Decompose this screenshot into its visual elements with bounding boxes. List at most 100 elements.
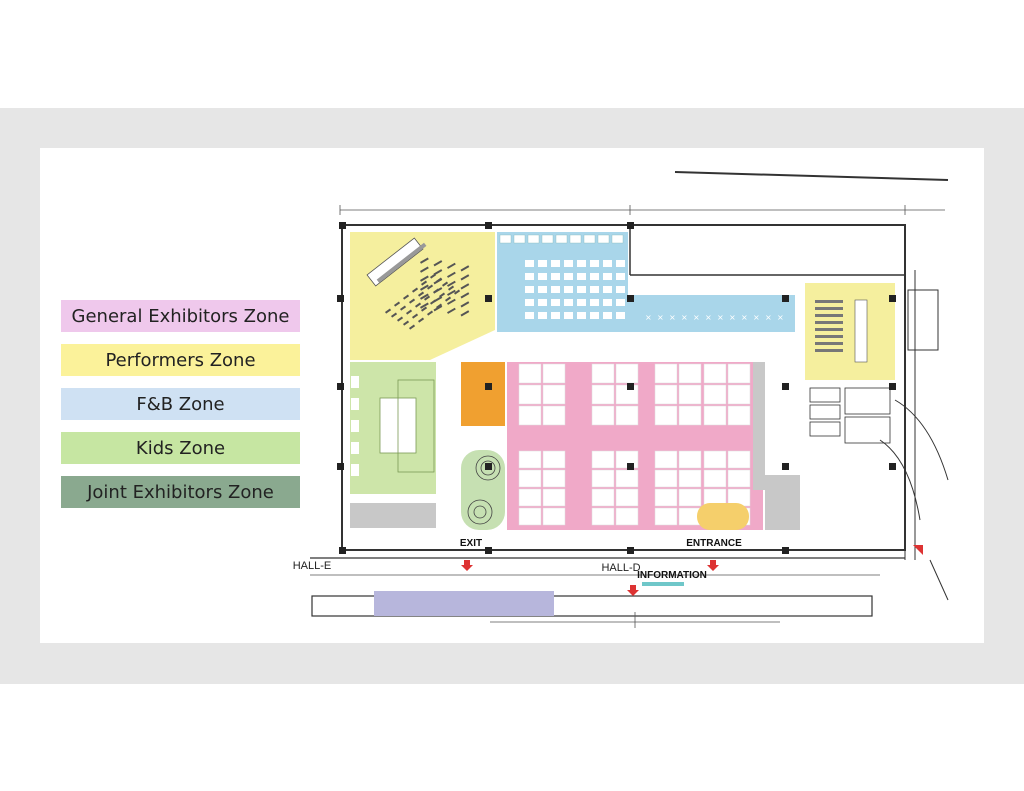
fnb-stall xyxy=(583,234,596,244)
seat-row xyxy=(421,280,428,286)
fnb-table xyxy=(525,312,534,319)
seat-row xyxy=(420,257,429,264)
fnb-stall xyxy=(541,234,554,244)
fnb-table xyxy=(525,299,534,306)
legend-kids: Kids Zone xyxy=(61,432,300,464)
seat-row xyxy=(433,287,443,294)
exhibitor-booths xyxy=(518,363,751,526)
exhibitor-booth xyxy=(654,469,678,488)
exhibitor-booth xyxy=(615,405,639,426)
exhibitor-booth xyxy=(727,450,751,469)
legend-performers: Performers Zone xyxy=(61,344,300,376)
seat-row xyxy=(448,285,455,291)
exhibitor-booth xyxy=(518,488,542,507)
fnb-table xyxy=(564,260,573,267)
fnb-table xyxy=(616,312,625,319)
seat-row xyxy=(402,294,410,300)
fnb-seat-icon: × xyxy=(777,313,784,322)
kids-bench xyxy=(351,442,359,454)
info-arrow-icon xyxy=(627,585,639,596)
audience-seating xyxy=(385,257,470,330)
exhibitor-booth xyxy=(542,469,566,488)
exhibitor-booth xyxy=(678,469,702,488)
exhibitor-booth xyxy=(615,363,639,384)
fnb-table xyxy=(590,273,599,280)
pillar xyxy=(889,383,896,390)
seat-row xyxy=(396,316,404,322)
fnb-table xyxy=(577,273,586,280)
exhibitor-booth xyxy=(591,507,615,526)
exhibitor-booth xyxy=(727,469,751,488)
seat-row xyxy=(454,289,461,295)
vehicle-bays xyxy=(809,387,891,444)
side-arrow-icon xyxy=(913,545,923,555)
fnb-table xyxy=(551,312,560,319)
fnb-seat-icon: × xyxy=(765,313,772,322)
exhibitor-booth xyxy=(678,405,702,426)
fnb-table xyxy=(551,286,560,293)
entrance-arrow-icon xyxy=(707,560,719,571)
exhibitor-booth xyxy=(654,450,678,469)
fnb-table xyxy=(603,273,612,280)
fnb-table xyxy=(551,299,560,306)
fnb-stall xyxy=(555,234,568,244)
pillar xyxy=(627,383,634,390)
seat-row xyxy=(445,296,452,302)
exhibitor-booth xyxy=(591,469,615,488)
fnb-stall xyxy=(597,234,610,244)
fnb-table xyxy=(538,273,547,280)
fnb-table xyxy=(564,312,573,319)
exhibitor-booth xyxy=(703,363,727,384)
seat-row xyxy=(815,328,843,331)
fnb-table xyxy=(525,273,534,280)
fnb-table xyxy=(551,260,560,267)
pillar xyxy=(485,295,492,302)
seat-row xyxy=(426,284,434,290)
pillar xyxy=(485,547,492,554)
seat-row xyxy=(447,307,456,314)
fnb-table xyxy=(603,312,612,319)
seat-row xyxy=(815,307,843,310)
exhibitor-booth xyxy=(703,405,727,426)
fnb-seat-icon: × xyxy=(657,313,664,322)
exhibitor-booth xyxy=(591,450,615,469)
information-label: INFORMATION xyxy=(637,570,707,581)
seat-row xyxy=(412,313,419,319)
exhibitor-booth xyxy=(678,450,702,469)
hall-e-label: HALL-E xyxy=(293,560,332,572)
seat-row xyxy=(460,292,470,299)
legend-fnb: F&B Zone xyxy=(61,388,300,420)
fnb-table xyxy=(564,286,573,293)
fnb-stall xyxy=(611,234,624,244)
seat-row xyxy=(420,266,429,273)
kids-bench xyxy=(351,464,359,476)
seat-row xyxy=(415,302,422,308)
fnb-seat-icon: × xyxy=(645,313,652,322)
pillar xyxy=(627,295,634,302)
seat-row xyxy=(433,269,443,276)
seat-row xyxy=(418,317,425,323)
fnb-table xyxy=(616,260,625,267)
seat-row xyxy=(400,305,407,311)
seat-row xyxy=(391,312,398,318)
exit-arrow-icon xyxy=(461,560,473,571)
seat-row xyxy=(420,293,429,300)
seat-row xyxy=(460,274,470,281)
exhibitor-booth xyxy=(542,405,566,426)
fnb-table xyxy=(525,260,534,267)
fnb-table xyxy=(538,299,547,306)
exhibitor-booth xyxy=(518,507,542,526)
orange-booth xyxy=(461,362,505,426)
fnb-table xyxy=(577,299,586,306)
seat-row xyxy=(460,265,470,272)
pillar xyxy=(782,383,789,390)
pillar xyxy=(485,383,492,390)
kids-bench xyxy=(351,398,359,410)
gray-block-right-thin xyxy=(753,362,765,490)
fnb-table xyxy=(577,312,586,319)
fnb-table xyxy=(577,286,586,293)
seat-row xyxy=(433,278,443,285)
pillar xyxy=(627,547,634,554)
gray-block-kids xyxy=(350,503,436,528)
